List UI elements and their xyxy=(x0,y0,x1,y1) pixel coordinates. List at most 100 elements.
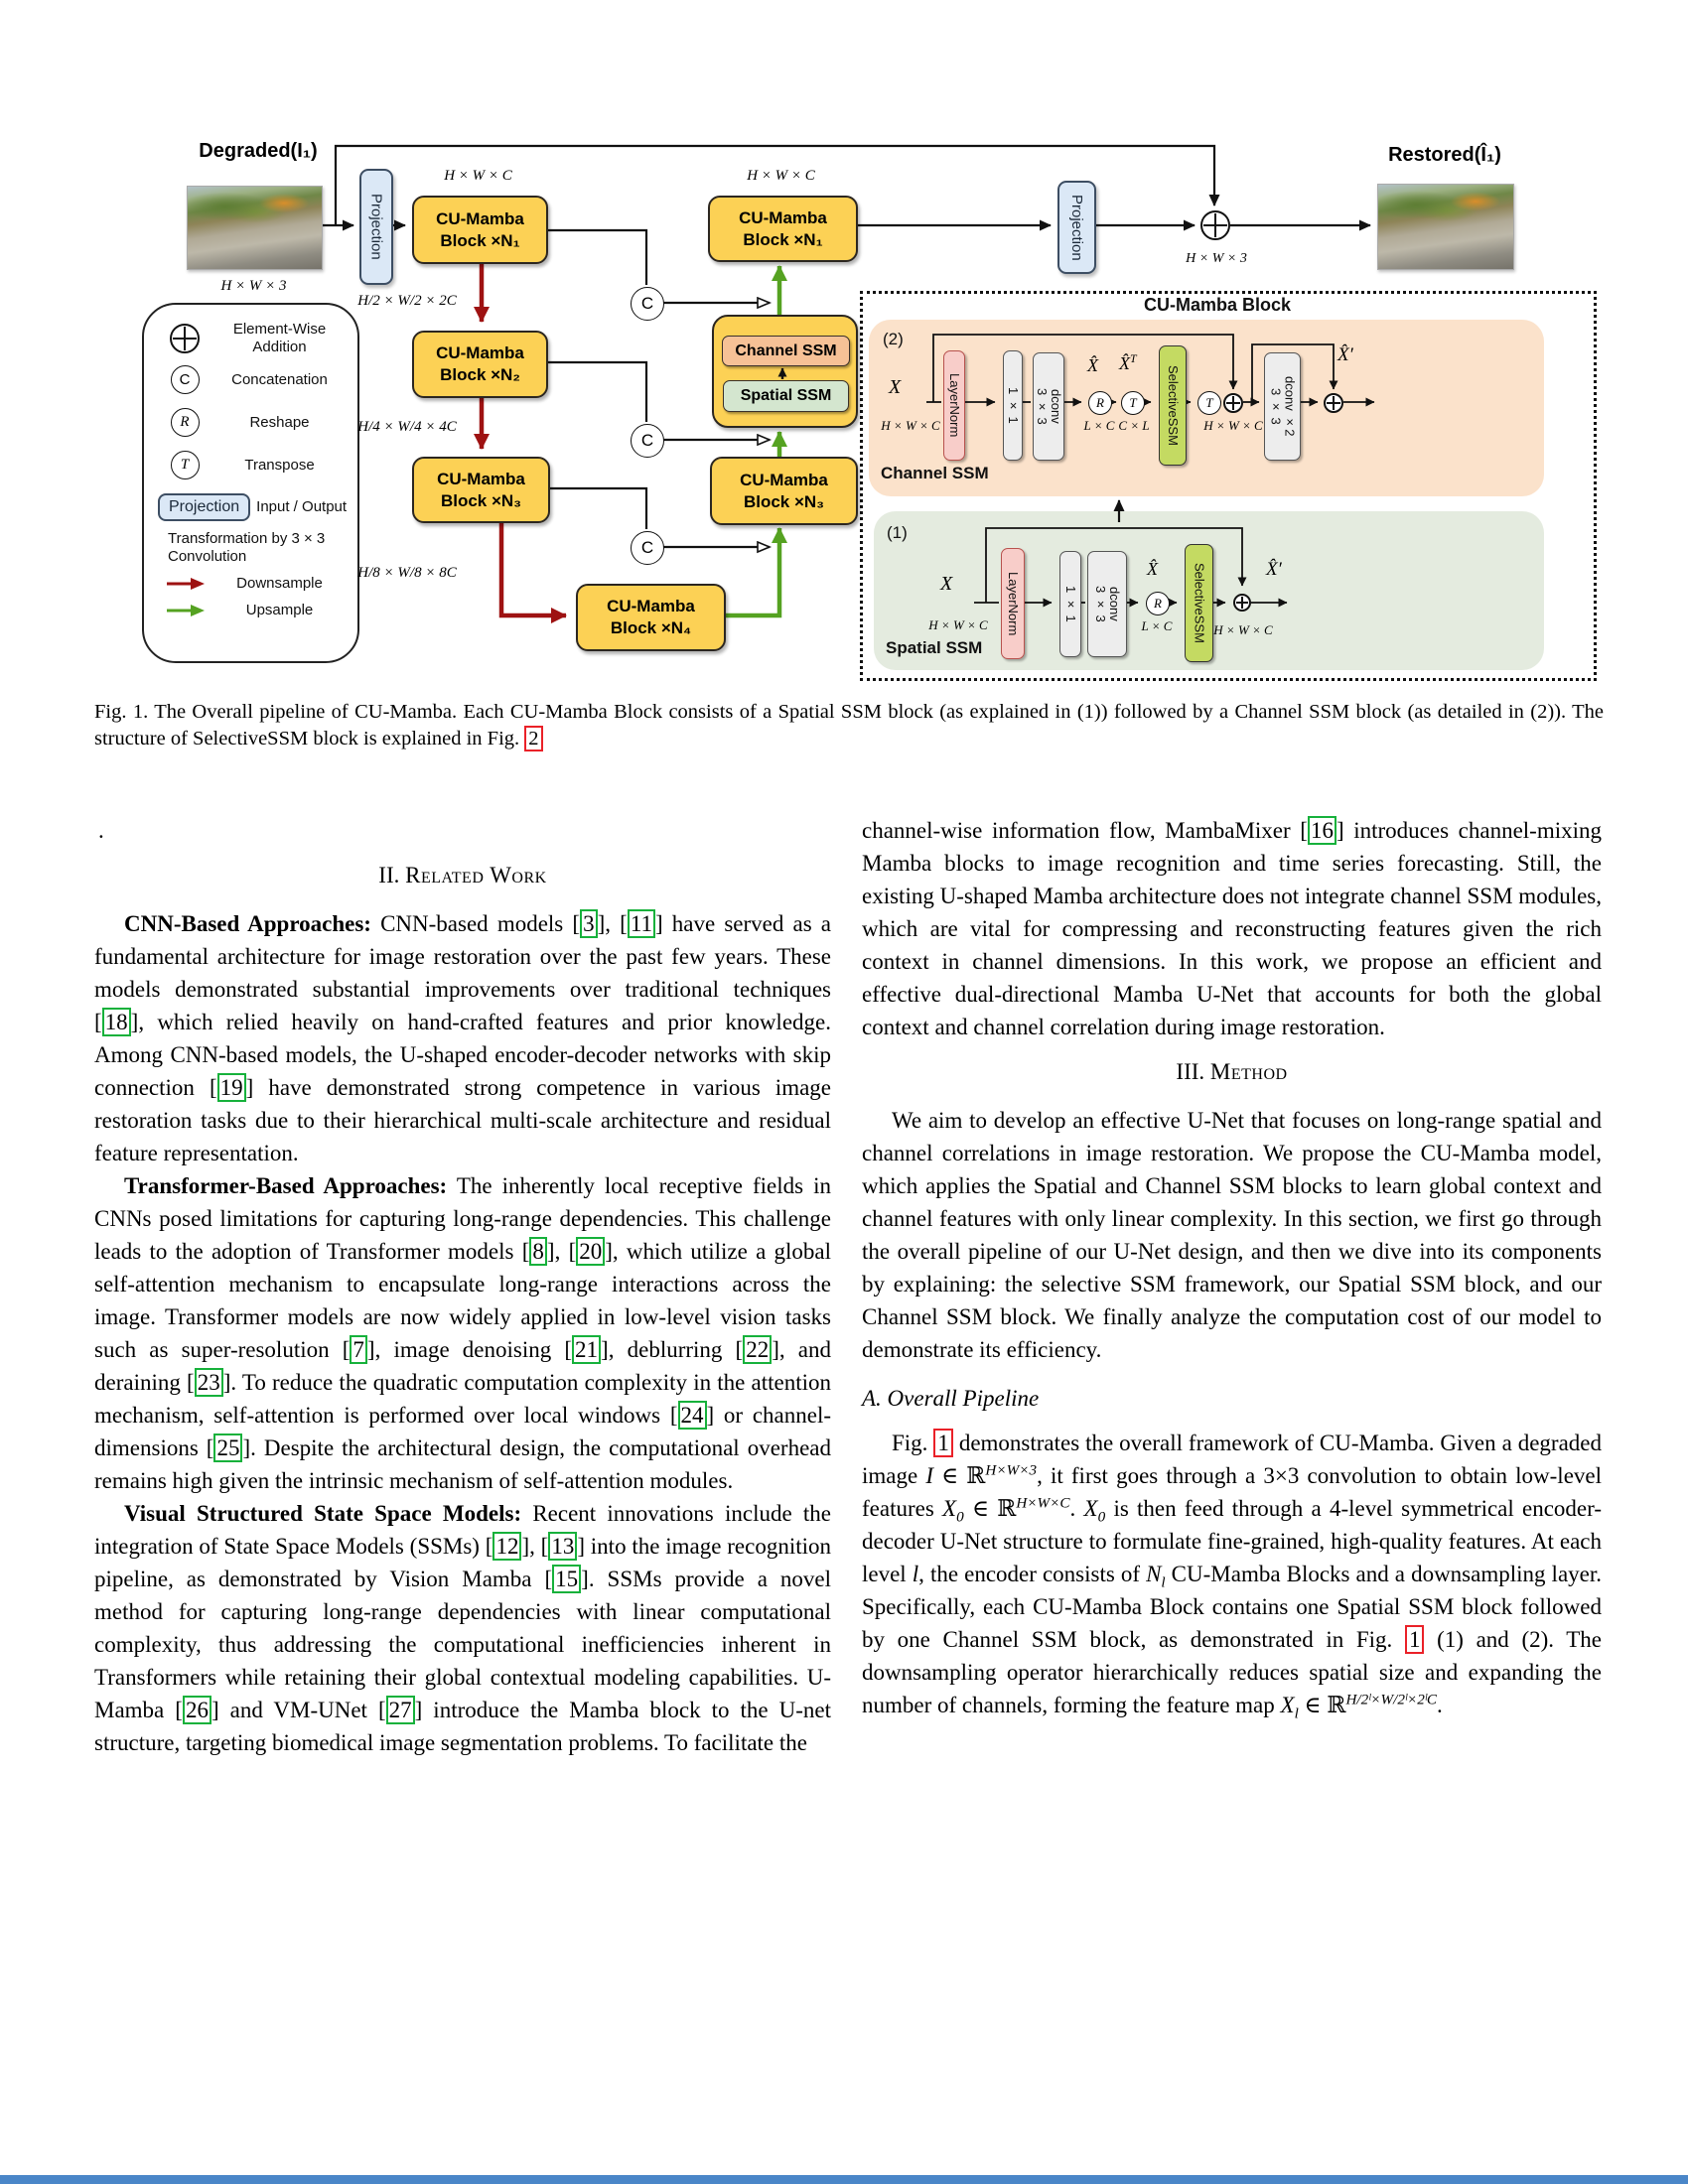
spatial-dconv-box: 3 × 3 dconv xyxy=(1087,551,1127,657)
detail-title: CU-Mamba Block xyxy=(1143,295,1292,315)
channel-layernorm-box: LayerNorm xyxy=(943,350,965,461)
restored-label: Restored(Î₁) xyxy=(1388,144,1501,166)
channel-x-label: X xyxy=(889,376,902,398)
section-heading-method: III. Method xyxy=(1176,1059,1288,1084)
figure-ref-link[interactable]: 1 xyxy=(933,1429,953,1457)
lvl2-dims: H/2 × W/2 × 2C xyxy=(357,293,457,309)
concat-circle-3: C xyxy=(631,531,664,565)
paragraph-method-intro: We aim to develop an effective U-Net tha… xyxy=(862,1108,1602,1362)
concat-circle-2: C xyxy=(631,424,664,458)
legend-row-projection: Projection Input / Output xyxy=(158,493,348,521)
channel-add-2 xyxy=(1324,393,1343,413)
citation-link[interactable]: 20 xyxy=(576,1237,606,1266)
paragraph-cnn: CNN-Based Approaches: CNN-based models [… xyxy=(94,909,832,1165)
reshape-icon: R xyxy=(170,408,200,437)
section-heading-related-work: II. Related Work xyxy=(378,863,547,887)
spatial-x-dims: H × W × C xyxy=(928,617,988,632)
citation-link[interactable]: 12 xyxy=(492,1532,522,1561)
channel-tag: (2) xyxy=(883,330,904,348)
citation-link[interactable]: 22 xyxy=(743,1335,773,1364)
legend-row-downsample: Downsample xyxy=(158,575,348,593)
restored-image xyxy=(1377,184,1514,270)
dec1-dims: H × W × C xyxy=(747,168,815,184)
left-column: . II. Related Work CNN-Based Approaches:… xyxy=(94,814,831,1759)
channel-selective-ssm-box: SelectiveSSM xyxy=(1159,345,1187,466)
citation-link[interactable]: 8 xyxy=(529,1237,547,1266)
channel-x-dims: H × W × C xyxy=(881,418,940,433)
downsample-arrows xyxy=(474,260,567,623)
citation-link[interactable]: 21 xyxy=(572,1335,602,1364)
spatial-reshape-circle: R xyxy=(1146,592,1170,615)
citation-link[interactable]: 25 xyxy=(213,1433,243,1462)
channel-xhatT-label: X̂T xyxy=(1119,351,1137,373)
concat-circle-1: C xyxy=(631,287,664,321)
legend-row-upsample: Upsample xyxy=(158,602,348,619)
paragraph-mambamixer: channel-wise information flow, MambaMixe… xyxy=(862,816,1602,1039)
input-projection-box: Projection xyxy=(359,169,393,285)
figure-caption: Fig. 1. The Overall pipeline of CU-Mamba… xyxy=(94,701,1604,751)
spatial-name: Spatial SSM xyxy=(886,638,983,657)
spatial-layernorm-box: LayerNorm xyxy=(1001,548,1025,659)
lvl4-dims: H/8 × W/8 × 8C xyxy=(357,565,457,581)
citation-link[interactable]: 18 xyxy=(101,1008,131,1036)
degraded-label: Degraded(I₁) xyxy=(199,140,318,162)
citation-link[interactable]: 7 xyxy=(350,1335,367,1364)
spatial-x-label: X xyxy=(940,573,953,595)
combo-channel-ssm-chip: Channel SSM xyxy=(722,336,850,366)
channel-reshape-circle: R xyxy=(1088,391,1112,415)
spatial-add xyxy=(1233,594,1251,612)
channel-r-dims: L × C xyxy=(1083,418,1115,433)
sum-dims-label: H × W × 3 xyxy=(1186,251,1247,266)
citation-link[interactable]: 27 xyxy=(385,1696,415,1724)
citation-link[interactable]: 3 xyxy=(580,909,598,938)
citation-link[interactable]: 23 xyxy=(194,1368,223,1397)
cu-mamba-block-detail-panel xyxy=(860,291,1597,681)
figure-1-diagram: Degraded(I₁) H × W × 3 Restored(Î₁) H × … xyxy=(94,94,1604,696)
legend-row-addition: Element-Wise Addition xyxy=(158,321,348,356)
citation-link[interactable]: 26 xyxy=(182,1696,211,1724)
channel-transpose-circle-1: T xyxy=(1121,391,1145,415)
spatial-r-dims: L × C xyxy=(1141,618,1173,633)
output-projection-box: Projection xyxy=(1057,181,1096,274)
legend-row-concat: C Concatenation xyxy=(158,365,348,394)
spatial-xout-label: X̂′ xyxy=(1266,559,1282,580)
citation-link[interactable]: 13 xyxy=(548,1532,578,1561)
citation-link[interactable]: 16 xyxy=(1307,816,1336,845)
legend-row-transpose: T Transpose xyxy=(158,451,348,479)
citation-link[interactable]: 24 xyxy=(677,1401,707,1430)
channel-t-dims: C × L xyxy=(1118,418,1150,433)
channel-name: Channel SSM xyxy=(881,464,989,482)
paragraph-ssm: Visual Structured State Space Models: Re… xyxy=(94,1501,831,1755)
spatial-selective-ssm-box: SelectiveSSM xyxy=(1185,544,1213,662)
degraded-image xyxy=(187,186,323,270)
upsample-arrow-icon xyxy=(167,605,205,616)
decoder-combo-block: Channel SSM Spatial SSM xyxy=(712,315,858,428)
downsample-arrow-icon xyxy=(167,578,205,590)
citation-link[interactable]: 15 xyxy=(552,1565,582,1593)
enc1-dims: H × W × C xyxy=(444,168,512,184)
channel-dconv-box: 3 × 3 dconv xyxy=(1033,352,1064,461)
channel-xout-label: X̂′ xyxy=(1337,344,1353,365)
figure-ref-link[interactable]: 1 xyxy=(1404,1625,1425,1654)
paragraph-transformer: Transformer-Based Approaches: The inhere… xyxy=(94,1173,832,1493)
channel-dconv2-box: 3 × 3 dconv ×2 xyxy=(1264,352,1301,461)
subsection-overall-pipeline: A. Overall Pipeline xyxy=(862,1386,1040,1411)
legend-row-reshape: R Reshape xyxy=(158,408,348,437)
paragraph-pipeline: Fig. 1 demonstrates the overall framewor… xyxy=(862,1429,1603,1722)
channel-add-1 xyxy=(1223,393,1243,413)
figure-ref-link[interactable]: 2 xyxy=(524,726,543,751)
citation-link[interactable]: 19 xyxy=(216,1073,246,1102)
spatial-tag: (1) xyxy=(887,523,908,542)
output-add-icon xyxy=(1200,210,1230,240)
channel-xhat-label: X̂ xyxy=(1087,355,1098,375)
citation-link[interactable]: 11 xyxy=(627,909,655,938)
spatial-conv1x1-box: 1 × 1 xyxy=(1059,551,1081,657)
lvl3-dims: H/4 × W/4 × 4C xyxy=(357,419,457,435)
